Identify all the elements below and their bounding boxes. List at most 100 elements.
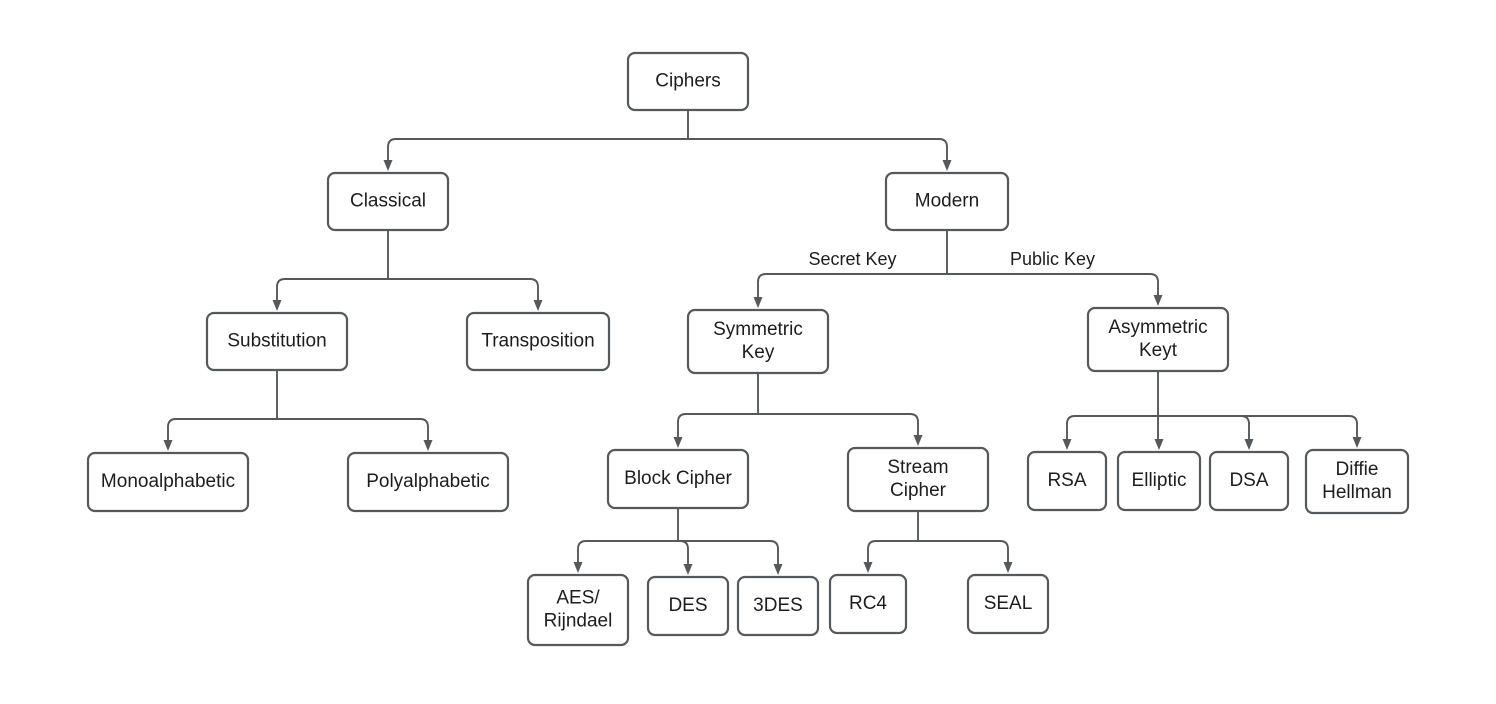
edge-labels-layer: Secret Key Public Key — [808, 249, 1095, 269]
node-label-block-cipher: Block Cipher — [624, 468, 732, 489]
node-label-diffie-hellman: Hellman — [1322, 482, 1392, 503]
node-label-dsa: DSA — [1229, 470, 1268, 491]
node-block-cipher[interactable]: Block Cipher — [606, 448, 750, 510]
edge-arrowhead — [913, 435, 923, 446]
edge-ciphers-to-modern — [687, 138, 948, 161]
edge-arrowhead — [1003, 562, 1013, 573]
node-box-aes-rijndael[interactable] — [526, 573, 630, 647]
edge-substitution-to-monoalphabetic — [167, 418, 278, 441]
edge-arrowhead — [942, 160, 952, 171]
node-box-monoalphabetic[interactable] — [86, 451, 250, 513]
node-ciphers[interactable]: Ciphers — [626, 51, 750, 112]
edge-arrowhead — [773, 564, 783, 575]
node-label-seal: SEAL — [984, 593, 1033, 614]
edge-group-stream-cipher — [863, 510, 1013, 573]
node-box-diffie-hellman[interactable] — [1304, 448, 1410, 515]
edge-block-cipher-to-des — [677, 540, 689, 565]
node-box-modern[interactable] — [884, 171, 1010, 232]
edge-arrowhead — [163, 440, 173, 451]
edge-group-modern — [753, 229, 1163, 308]
node-label-classical: Classical — [350, 191, 426, 212]
edge-classical-to-transposition — [387, 278, 539, 301]
edge-stream-cipher-to-seal — [917, 540, 1009, 563]
node-transposition[interactable]: Transposition — [465, 311, 611, 372]
node-box-asymmetric[interactable] — [1086, 306, 1230, 373]
node-elliptic[interactable]: Elliptic — [1116, 450, 1202, 512]
edge-arrowhead — [1153, 295, 1163, 306]
node-seal[interactable]: SEAL — [966, 573, 1050, 635]
edge-asymmetric-to-rsa — [1066, 415, 1159, 440]
node-label-monoalphabetic: Monoalphabetic — [101, 471, 235, 492]
node-box-substitution[interactable] — [205, 311, 349, 372]
edge-label-asymmetric: Public Key — [1010, 249, 1095, 269]
edge-arrowhead — [272, 300, 282, 311]
node-label-3des: 3DES — [753, 595, 803, 616]
node-box-rc4[interactable] — [828, 573, 908, 635]
node-modern[interactable]: Modern — [884, 171, 1010, 232]
node-label-symmetric: Key — [742, 342, 775, 363]
edge-arrowhead — [1062, 439, 1072, 450]
node-aes-rijndael[interactable]: AES/Rijndael — [526, 573, 630, 647]
edge-group-ciphers — [383, 109, 952, 171]
edge-arrowhead — [533, 300, 543, 311]
edge-arrowhead — [423, 440, 433, 451]
node-box-seal[interactable] — [966, 573, 1050, 635]
edge-substitution-to-polyalphabetic — [276, 418, 429, 441]
node-label-substitution: Substitution — [227, 331, 326, 352]
edge-arrowhead — [863, 562, 873, 573]
edge-group-block-cipher — [573, 507, 783, 575]
node-box-ciphers[interactable] — [626, 51, 750, 112]
node-classical[interactable]: Classical — [326, 171, 450, 232]
edge-block-cipher-to-aes-rijndael — [577, 540, 679, 563]
node-rc4[interactable]: RC4 — [828, 573, 908, 635]
node-box-block-cipher[interactable] — [606, 448, 750, 510]
edge-asymmetric-to-diffie-hellman — [1157, 415, 1358, 438]
node-box-classical[interactable] — [326, 171, 450, 232]
node-box-dsa[interactable] — [1208, 450, 1290, 512]
node-box-symmetric[interactable] — [686, 308, 830, 375]
node-substitution[interactable]: Substitution — [205, 311, 349, 372]
node-box-rsa[interactable] — [1026, 450, 1108, 512]
node-box-3des[interactable] — [736, 575, 820, 637]
node-des[interactable]: DES — [646, 575, 730, 637]
node-label-aes-rijndael: Rijndael — [544, 611, 613, 632]
edge-label-symmetric: Secret Key — [808, 249, 896, 269]
node-box-polyalphabetic[interactable] — [346, 451, 510, 513]
edge-group-substitution — [163, 369, 433, 451]
node-dsa[interactable]: DSA — [1208, 450, 1290, 512]
edge-modern-to-asymmetric — [946, 273, 1159, 296]
node-label-elliptic: Elliptic — [1132, 470, 1187, 491]
node-label-transposition: Transposition — [481, 331, 594, 352]
edge-block-cipher-to-3des — [677, 540, 779, 565]
node-monoalphabetic[interactable]: Monoalphabetic — [86, 451, 250, 513]
node-box-elliptic[interactable] — [1116, 450, 1202, 512]
edge-group-symmetric — [673, 372, 923, 448]
node-box-des[interactable] — [646, 575, 730, 637]
edge-stream-cipher-to-rc4 — [867, 540, 919, 563]
node-box-stream-cipher[interactable] — [846, 446, 990, 513]
node-rsa[interactable]: RSA — [1026, 450, 1108, 512]
node-label-stream-cipher: Stream — [887, 457, 948, 478]
edge-arrowhead — [753, 297, 763, 308]
edge-arrowhead — [1352, 437, 1362, 448]
node-label-des: DES — [668, 595, 707, 616]
node-label-aes-rijndael: AES/ — [556, 588, 600, 609]
edge-arrowhead — [673, 437, 683, 448]
node-polyalphabetic[interactable]: Polyalphabetic — [346, 451, 510, 513]
node-label-modern: Modern — [915, 191, 979, 212]
node-box-transposition[interactable] — [465, 311, 611, 372]
edge-modern-to-symmetric — [757, 273, 948, 298]
node-label-asymmetric: Asymmetric — [1108, 317, 1207, 338]
node-label-stream-cipher: Cipher — [890, 480, 947, 501]
edge-symmetric-to-block-cipher — [677, 413, 759, 438]
node-3des[interactable]: 3DES — [736, 575, 820, 637]
edge-arrowhead — [683, 564, 693, 575]
edge-group-asymmetric — [1062, 370, 1362, 450]
node-label-symmetric: Symmetric — [713, 319, 803, 340]
